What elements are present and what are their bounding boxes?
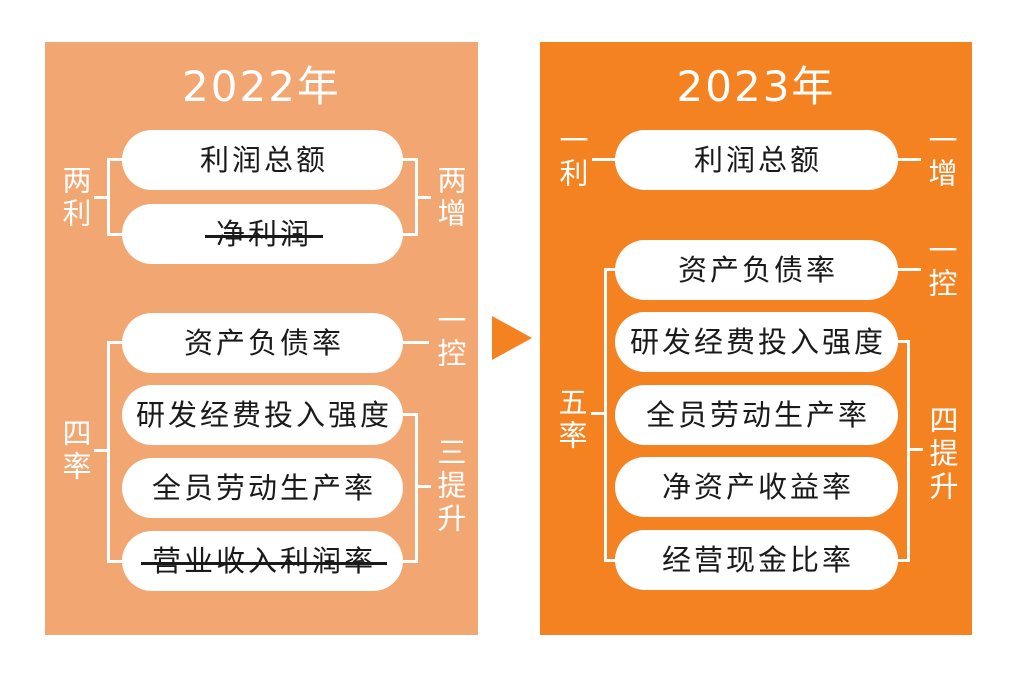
panel-2022-title: 2022年 bbox=[182, 62, 341, 111]
pill-total-profit: 利润总额 bbox=[122, 130, 403, 190]
pill-rnd-intensity: 研发经费投入强度 bbox=[122, 385, 403, 445]
connector-one-increase bbox=[898, 158, 921, 161]
label-three-improvements: 三提升 bbox=[433, 437, 467, 536]
bracket-five-ratios-stub bbox=[591, 412, 604, 415]
pill-labor-productivity-label: 全员劳动生产率 bbox=[645, 397, 870, 432]
panel-2022: 2022年 利润总额 净利润 资产负债率 研发经费投入强度 全员劳动生产率 营业… bbox=[45, 42, 478, 635]
panel-2023-title: 2023年 bbox=[676, 62, 836, 111]
bracket-two-profits bbox=[107, 158, 122, 236]
label-two-profits: 两利 bbox=[58, 165, 92, 231]
bracket-three-improvements-stub bbox=[418, 485, 431, 488]
bracket-four-ratios-stub bbox=[94, 449, 107, 452]
pill-net-profit-label: 净利润 bbox=[204, 219, 324, 249]
pill-return-on-equity: 净资产收益率 bbox=[615, 457, 898, 517]
pill-rnd-intensity-label: 研发经费投入强度 bbox=[135, 397, 392, 432]
pill-asset-liability-ratio: 资产负债率 bbox=[615, 240, 898, 300]
pill-labor-productivity-label: 全员劳动生产率 bbox=[151, 470, 376, 505]
bracket-four-improvements bbox=[898, 340, 910, 562]
bracket-five-ratios bbox=[604, 268, 615, 562]
label-five-ratios: 五率 bbox=[554, 387, 588, 453]
pill-operating-margin-label: 营业收入利润率 bbox=[140, 546, 388, 576]
pill-asset-liability-ratio-label: 资产负债率 bbox=[183, 325, 344, 360]
bracket-two-increases bbox=[403, 158, 418, 236]
bracket-two-profits-stub bbox=[94, 196, 107, 199]
label-one-profit: 一利 bbox=[555, 125, 589, 191]
pill-operating-margin: 营业收入利润率 bbox=[122, 531, 403, 591]
pill-operating-cash-ratio: 经营现金比率 bbox=[615, 530, 898, 590]
pill-labor-productivity: 全员劳动生产率 bbox=[615, 385, 898, 445]
connector-one-profit bbox=[592, 158, 615, 161]
pill-net-profit: 净利润 bbox=[122, 204, 403, 264]
label-one-control: 一控 bbox=[924, 235, 958, 301]
bracket-two-increases-stub bbox=[418, 196, 431, 199]
pill-total-profit: 利润总额 bbox=[615, 130, 898, 190]
pill-asset-liability-ratio-label: 资产负债率 bbox=[677, 252, 838, 287]
panel-2023: 2023年 利润总额 资产负债率 研发经费投入强度 全员劳动生产率 净资产收益率… bbox=[540, 42, 972, 635]
bracket-three-improvements bbox=[403, 413, 418, 563]
pill-asset-liability-ratio: 资产负债率 bbox=[122, 313, 403, 373]
pill-rnd-intensity-label: 研发经费投入强度 bbox=[629, 324, 886, 359]
right-arrow-icon bbox=[492, 316, 532, 360]
label-four-ratios: 四率 bbox=[58, 418, 92, 484]
label-two-increases: 两增 bbox=[433, 165, 467, 231]
label-one-control: 一控 bbox=[433, 305, 467, 371]
bracket-four-ratios bbox=[107, 341, 122, 563]
pill-rnd-intensity: 研发经费投入强度 bbox=[615, 312, 898, 372]
pill-total-profit-label: 利润总额 bbox=[199, 142, 328, 177]
bracket-four-improvements-stub bbox=[910, 448, 923, 451]
pill-operating-cash-ratio-label: 经营现金比率 bbox=[661, 542, 854, 577]
connector-one-control bbox=[898, 268, 921, 271]
pill-labor-productivity: 全员劳动生产率 bbox=[122, 458, 403, 518]
label-one-increase: 一增 bbox=[924, 125, 958, 191]
connector-one-control bbox=[403, 341, 429, 344]
label-four-improvements: 四提升 bbox=[925, 405, 959, 504]
pill-return-on-equity-label: 净资产收益率 bbox=[661, 469, 854, 504]
pill-total-profit-label: 利润总额 bbox=[693, 142, 822, 177]
